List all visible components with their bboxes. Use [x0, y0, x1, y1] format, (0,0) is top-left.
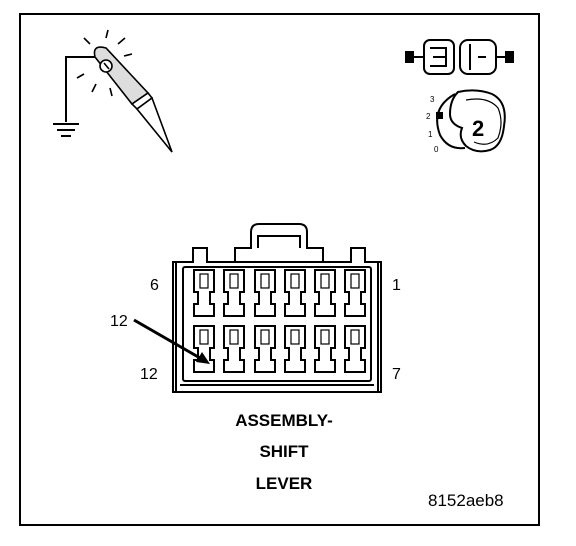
title-line-2: SHIFT — [259, 442, 309, 461]
title-line-3: LEVER — [256, 474, 313, 493]
dial-tick-2: 2 — [426, 112, 431, 121]
connector-plug-icon — [405, 39, 514, 75]
pin-cavity-11 — [223, 325, 245, 373]
pin-label-1: 1 — [392, 277, 401, 294]
pin-cavity-7 — [344, 325, 366, 373]
pin-cavity-8 — [314, 325, 336, 373]
pin-cavity-9 — [284, 325, 306, 373]
pin-cavity-4 — [254, 269, 276, 317]
pin-cavity-10 — [254, 325, 276, 373]
dial-tick-3: 3 — [430, 95, 435, 104]
pin-cavity-12 — [193, 325, 215, 373]
pin-label-7: 7 — [392, 366, 401, 383]
pin-cavity-6 — [193, 269, 215, 317]
pin-row-top — [193, 269, 366, 317]
multimeter-dial-icon: 3 2 1 0 2 — [426, 89, 506, 154]
diagram-frame — [19, 13, 540, 526]
dial-range-number: 2 — [472, 116, 484, 141]
pin-cavity-1 — [344, 269, 366, 317]
pin-cavity-3 — [284, 269, 306, 317]
pin-label-6: 6 — [150, 277, 159, 294]
dial-tick-1: 1 — [428, 130, 433, 139]
test-probe-icon — [76, 29, 173, 153]
pin-cavity-2 — [314, 269, 336, 317]
pin-label-12: 12 — [140, 366, 158, 383]
callout-arrow — [133, 318, 210, 364]
pin-cavity-5 — [223, 269, 245, 317]
pin-row-bottom — [193, 325, 366, 373]
figure-id: 8152aeb8 — [428, 491, 504, 510]
callout-label-12: 12 — [110, 313, 128, 330]
dial-tick-0: 0 — [434, 145, 439, 154]
title-line-1: ASSEMBLY- — [235, 411, 333, 430]
ground-icon — [53, 56, 97, 137]
